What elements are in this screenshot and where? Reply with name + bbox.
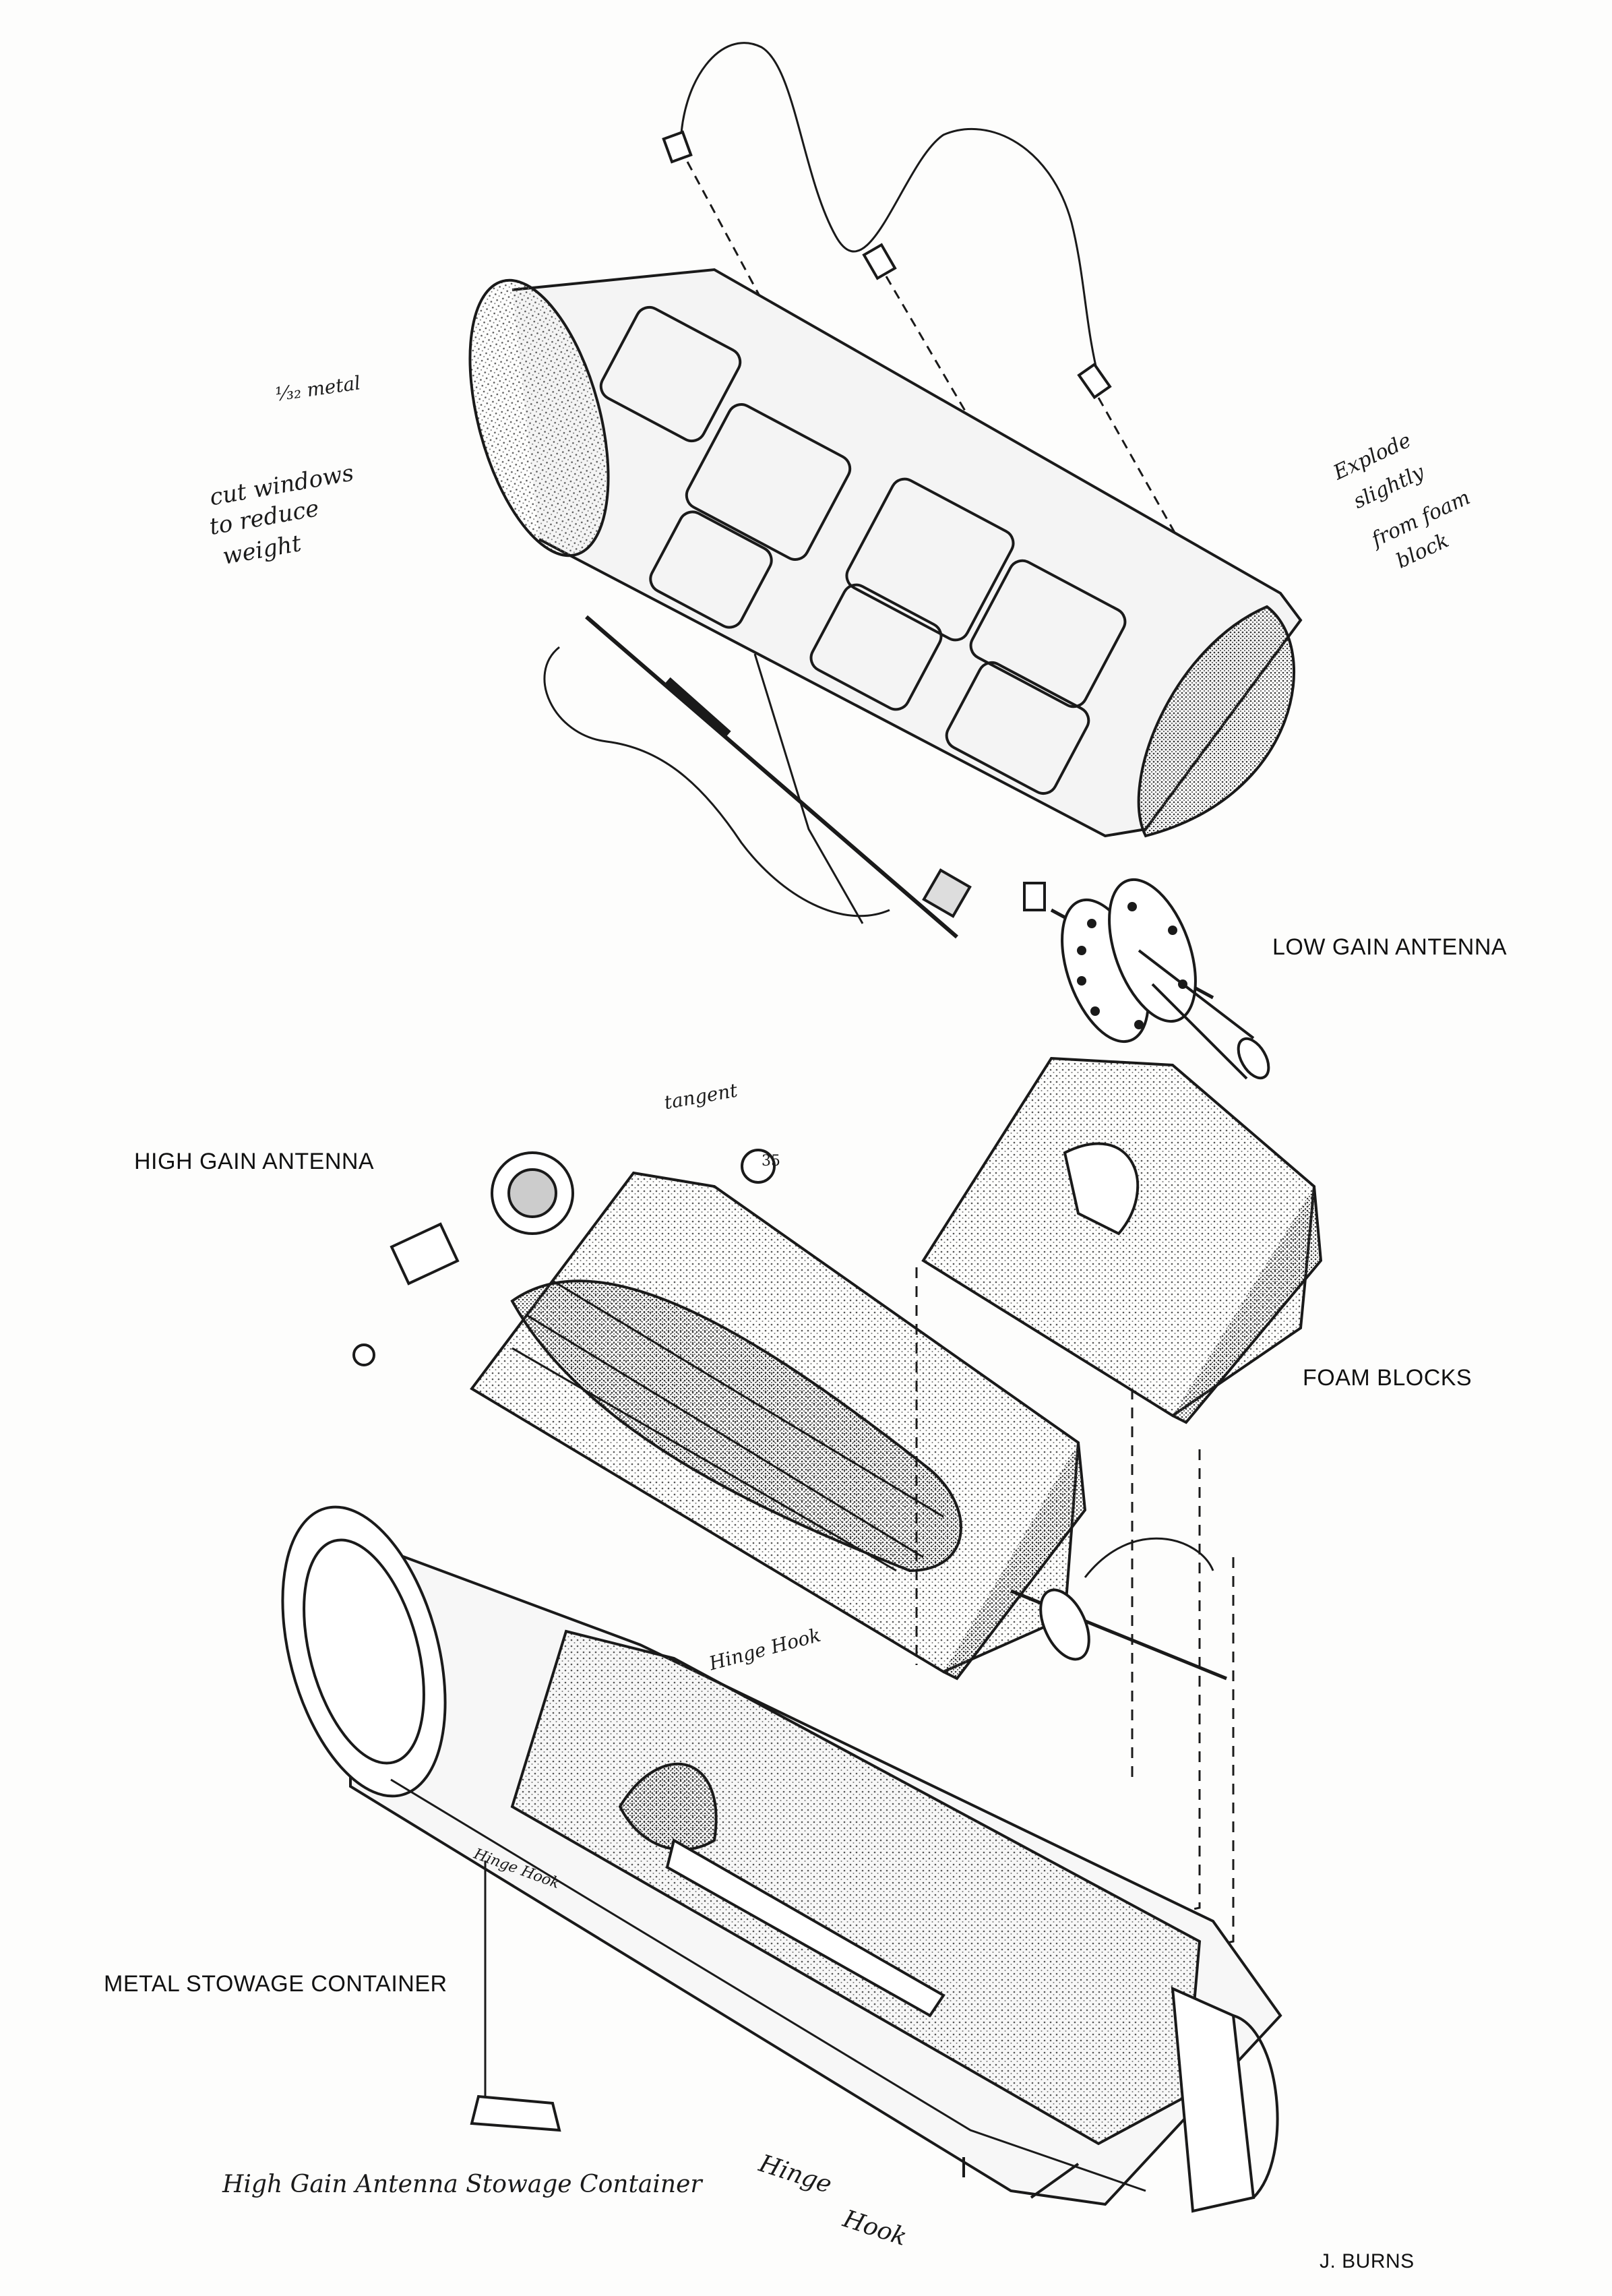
- metal-stowage-container-label: METAL STOWAGE CONTAINER: [104, 1971, 447, 1997]
- foam-blocks-label: FOAM BLOCKS: [1303, 1365, 1472, 1391]
- drawing-caption: High Gain Antenna Stowage Container: [222, 2171, 702, 2198]
- author-label: J. BURNS: [1320, 2250, 1415, 2272]
- low-gain-antenna-label: LOW GAIN ANTENNA: [1272, 934, 1508, 960]
- low-gain-antenna-probe: [543, 615, 1270, 1080]
- callout-number: 35: [762, 1153, 780, 1170]
- high-gain-antenna-assembly: [352, 1149, 1227, 1681]
- cover-cylinder: [468, 42, 1303, 838]
- high-gain-antenna-label: HIGH GAIN ANTENNA: [134, 1149, 375, 1174]
- foam-block-upper: [921, 1056, 1323, 1424]
- dashed-connectors: [915, 1267, 1235, 1983]
- metal-stowage-container: [281, 1505, 1282, 2213]
